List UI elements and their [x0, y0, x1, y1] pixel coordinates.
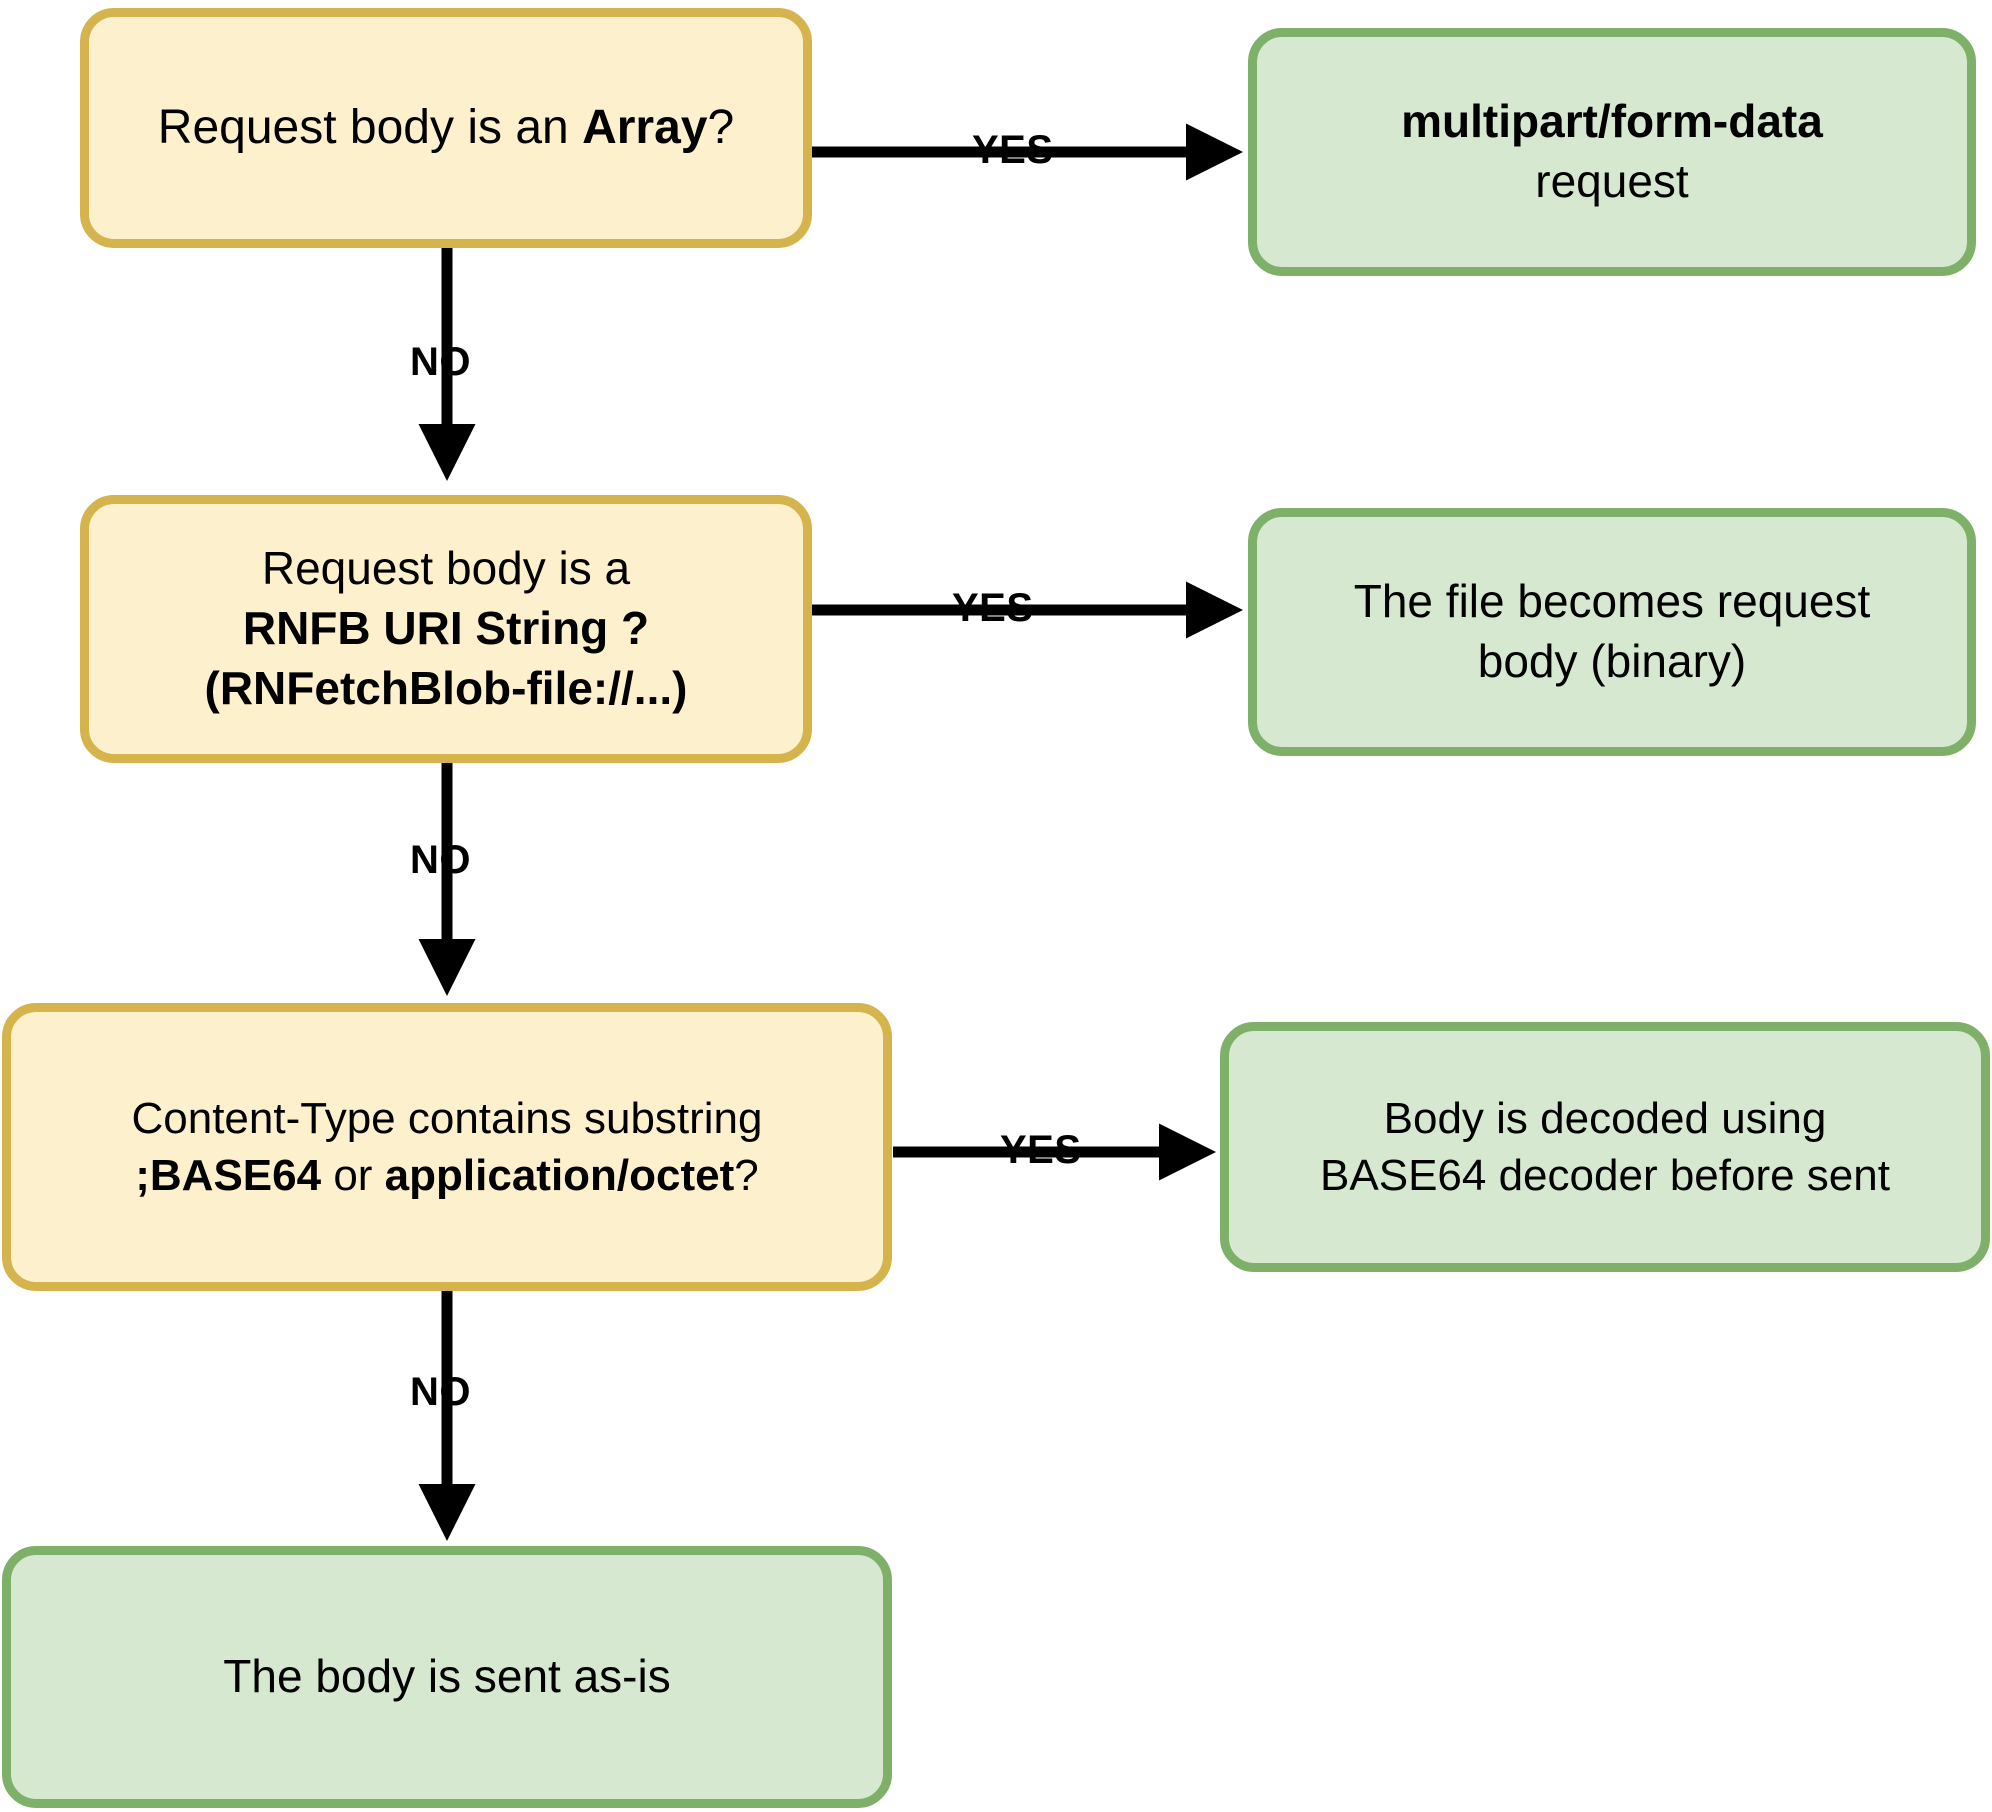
content-type-text-line1: Content-Type contains substring: [131, 1093, 763, 1143]
content-type-text-octet: application/octet: [384, 1151, 735, 1200]
terminal-node-body-sent-as-is-label: The body is sent as-is: [223, 1650, 671, 1703]
edge-label-no-2: NO: [410, 838, 471, 882]
file-body-text-line2: body (binary): [1477, 635, 1747, 687]
decision-node-content-type-substring[interactable]: Content-Type contains substring ;BASE64 …: [2, 1003, 892, 1291]
rnfb-text-line1: Request body is a: [261, 542, 631, 595]
edge-label-yes-2: YES: [952, 586, 1034, 630]
terminal-node-file-becomes-body-label: The file becomes request body (binary): [1257, 572, 1967, 692]
is-array-text-suffix: ?: [707, 100, 735, 154]
multipart-text-line2: request: [1535, 155, 1689, 207]
base64-text-line2: BASE64 decoder before sent: [1320, 1151, 1890, 1200]
content-type-text-base64: ;BASE64: [135, 1151, 322, 1200]
is-array-text-emphasis: Array: [582, 100, 708, 154]
terminal-node-base64-decoded[interactable]: Body is decoded using BASE64 decoder bef…: [1220, 1022, 1990, 1272]
terminal-node-file-becomes-body[interactable]: The file becomes request body (binary): [1248, 508, 1976, 756]
terminal-node-body-sent-as-is[interactable]: The body is sent as-is: [2, 1546, 892, 1808]
rnfb-text-line3: (RNFetchBlob-file://...): [204, 661, 688, 714]
edge-label-no-1: NO: [410, 340, 471, 384]
decision-node-is-array[interactable]: Request body is an Array?: [80, 8, 812, 248]
terminal-node-base64-decoded-label: Body is decoded using BASE64 decoder bef…: [1229, 1090, 1981, 1204]
terminal-node-multipart-request[interactable]: multipart/form-data request: [1248, 28, 1976, 276]
content-type-text-or: or: [321, 1151, 385, 1200]
base64-text-line1: Body is decoded using: [1383, 1093, 1827, 1143]
edge-label-yes-3: YES: [1000, 1128, 1082, 1172]
file-body-text-line1: The file becomes request: [1353, 575, 1871, 628]
edge-label-yes-1: YES: [972, 128, 1054, 172]
decision-node-is-rnfb-uri[interactable]: Request body is a RNFB URI String ? (RNF…: [80, 495, 812, 763]
decision-node-is-array-label: Request body is an Array?: [89, 97, 803, 159]
multipart-text-line1: multipart/form-data: [1401, 95, 1823, 148]
rnfb-text-line2: RNFB URI String ?: [242, 602, 650, 655]
decision-node-is-rnfb-uri-label: Request body is a RNFB URI String ? (RNF…: [89, 539, 803, 718]
edge-label-no-3: NO: [410, 1370, 471, 1414]
terminal-node-multipart-request-label: multipart/form-data request: [1257, 92, 1967, 212]
content-type-text-question: ?: [734, 1151, 759, 1200]
decision-node-content-type-substring-label: Content-Type contains substring ;BASE64 …: [11, 1090, 883, 1204]
is-array-text-prefix: Request body is an: [157, 100, 583, 154]
